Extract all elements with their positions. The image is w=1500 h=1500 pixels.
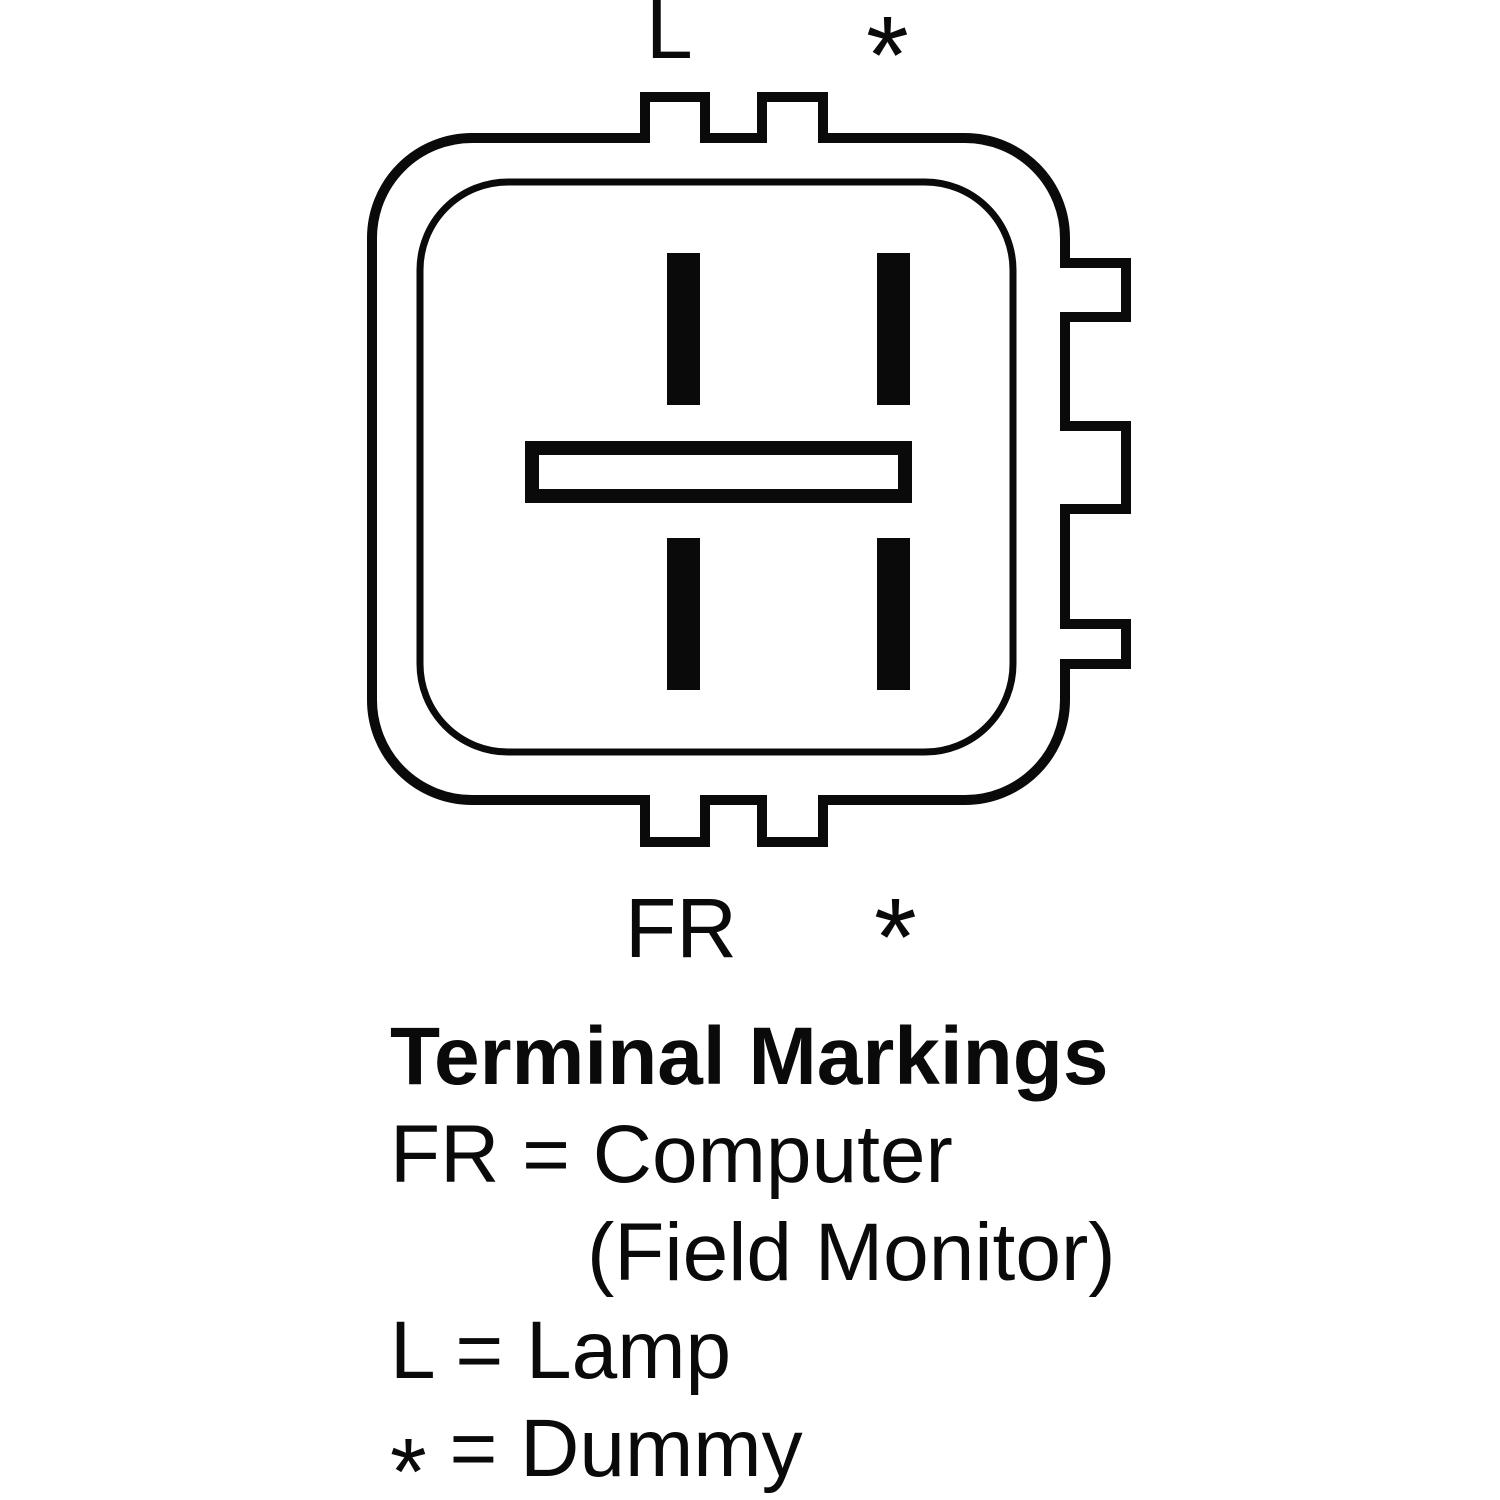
legend-line-field-monitor: (Field Monitor) — [587, 1207, 1116, 1298]
terminal-pin-top-right — [877, 253, 910, 405]
legend-line-asterisk-dummy: * = Dummy — [390, 1403, 803, 1500]
label-top-asterisk: * — [866, 0, 909, 117]
legend-line-fr-computer: FR = Computer — [390, 1109, 953, 1200]
terminal-pin-top-left — [667, 253, 700, 405]
label-l-terminal: L — [646, 0, 693, 76]
legend-line-l-lamp: L = Lamp — [390, 1305, 732, 1396]
connector-inner-wall — [416, 178, 1017, 756]
label-fr-terminal: FR — [625, 881, 737, 975]
terminal-pin-bottom-left — [667, 538, 700, 690]
dummy-equals-text: = Dummy — [426, 1403, 803, 1494]
terminal-markings-legend: Terminal Markings FR = Computer (Field M… — [390, 1008, 1290, 1500]
terminal-pin-bottom-right — [877, 538, 910, 690]
center-key-slot — [525, 441, 912, 503]
legend-title: Terminal Markings — [390, 1011, 1109, 1102]
label-bottom-asterisk: * — [874, 876, 917, 999]
